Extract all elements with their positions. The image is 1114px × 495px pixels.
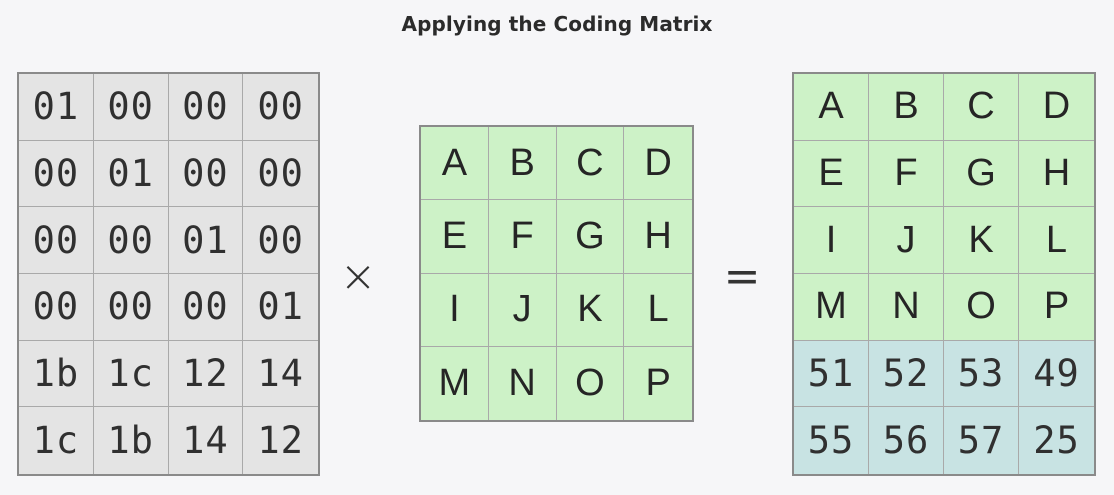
message-matrix-cell: H <box>624 200 692 274</box>
coding-matrix-cell: 14 <box>168 407 244 474</box>
result-matrix-cell: 49 <box>1019 340 1094 408</box>
coding-matrix-cell: 1c <box>93 340 169 408</box>
message-matrix-cell: A <box>421 127 489 201</box>
coding-matrix-cell: 12 <box>168 340 244 408</box>
coding-matrix-cell: 00 <box>243 140 318 208</box>
coding-matrix-cell: 01 <box>93 140 169 208</box>
coding-matrix-cell: 1b <box>19 340 94 408</box>
coding-matrix-cell: 1b <box>93 407 169 474</box>
message-matrix-cell: E <box>421 200 489 274</box>
coding-matrix-cell: 00 <box>243 74 318 141</box>
result-matrix-cell: D <box>1019 74 1094 141</box>
result-matrix-cell: B <box>869 74 944 141</box>
coding-matrix-cell: 00 <box>93 207 169 274</box>
result-matrix-cell: I <box>794 207 869 274</box>
diagram-title: Applying the Coding Matrix <box>401 12 713 36</box>
coding-matrix-cell: 12 <box>243 407 318 474</box>
message-matrix-cell: B <box>488 127 557 201</box>
coding-matrix-cell: 00 <box>19 140 94 208</box>
coding-matrix-cell: 00 <box>19 207 94 274</box>
result-matrix-cell: 55 <box>794 407 869 474</box>
message-matrix-cell: I <box>421 273 489 347</box>
result-matrix-cell: M <box>794 273 869 341</box>
result-matrix-cell: 52 <box>869 340 944 408</box>
coding-matrix-cell: 00 <box>93 273 169 341</box>
result-matrix-cell: 56 <box>869 407 944 474</box>
message-matrix-cell: J <box>488 273 557 347</box>
coding-matrix-cell: 00 <box>19 273 94 341</box>
result-matrix-cell: G <box>944 140 1019 208</box>
result-matrix-cell: 51 <box>794 340 869 408</box>
coding-matrix-cell: 00 <box>93 74 169 141</box>
coding-matrix-cell: 00 <box>168 74 244 141</box>
coding-matrix-cell: 00 <box>243 207 318 274</box>
result-matrix-cell: 25 <box>1019 407 1094 474</box>
times-operator: × <box>339 251 377 302</box>
result-matrix-cell: L <box>1019 207 1094 274</box>
coding-matrix-cell: 01 <box>168 207 244 274</box>
message-matrix-cell: K <box>556 273 625 347</box>
message-matrix-cell: N <box>488 346 557 420</box>
result-matrix-cell: 53 <box>944 340 1019 408</box>
coding-matrix-cell: 01 <box>243 273 318 341</box>
result-matrix-cell: E <box>794 140 869 208</box>
message-matrix-cell: P <box>624 346 692 420</box>
result-matrix-cell: C <box>944 74 1019 141</box>
coding-matrix-cell: 00 <box>168 273 244 341</box>
result-matrix-cell: P <box>1019 273 1094 341</box>
message-matrix-cell: O <box>556 346 625 420</box>
coding-matrix-cell: 14 <box>243 340 318 408</box>
equals-operator: = <box>723 251 761 302</box>
result-matrix-cell: K <box>944 207 1019 274</box>
message-matrix-cell: L <box>624 273 692 347</box>
coding-matrix-cell: 01 <box>19 74 94 141</box>
message-matrix-cell: D <box>624 127 692 201</box>
result-matrix-cell: 57 <box>944 407 1019 474</box>
result-matrix-cell: A <box>794 74 869 141</box>
result-matrix-cell: F <box>869 140 944 208</box>
message-matrix-cell: G <box>556 200 625 274</box>
result-matrix-cell: J <box>869 207 944 274</box>
result-matrix-cell: H <box>1019 140 1094 208</box>
message-matrix-cell: F <box>488 200 557 274</box>
result-matrix-cell: N <box>869 273 944 341</box>
result-matrix-cell: O <box>944 273 1019 341</box>
message-matrix-cell: M <box>421 346 489 420</box>
coding-matrix-cell: 1c <box>19 407 94 474</box>
coding-matrix-cell: 00 <box>168 140 244 208</box>
message-matrix-cell: C <box>556 127 625 201</box>
